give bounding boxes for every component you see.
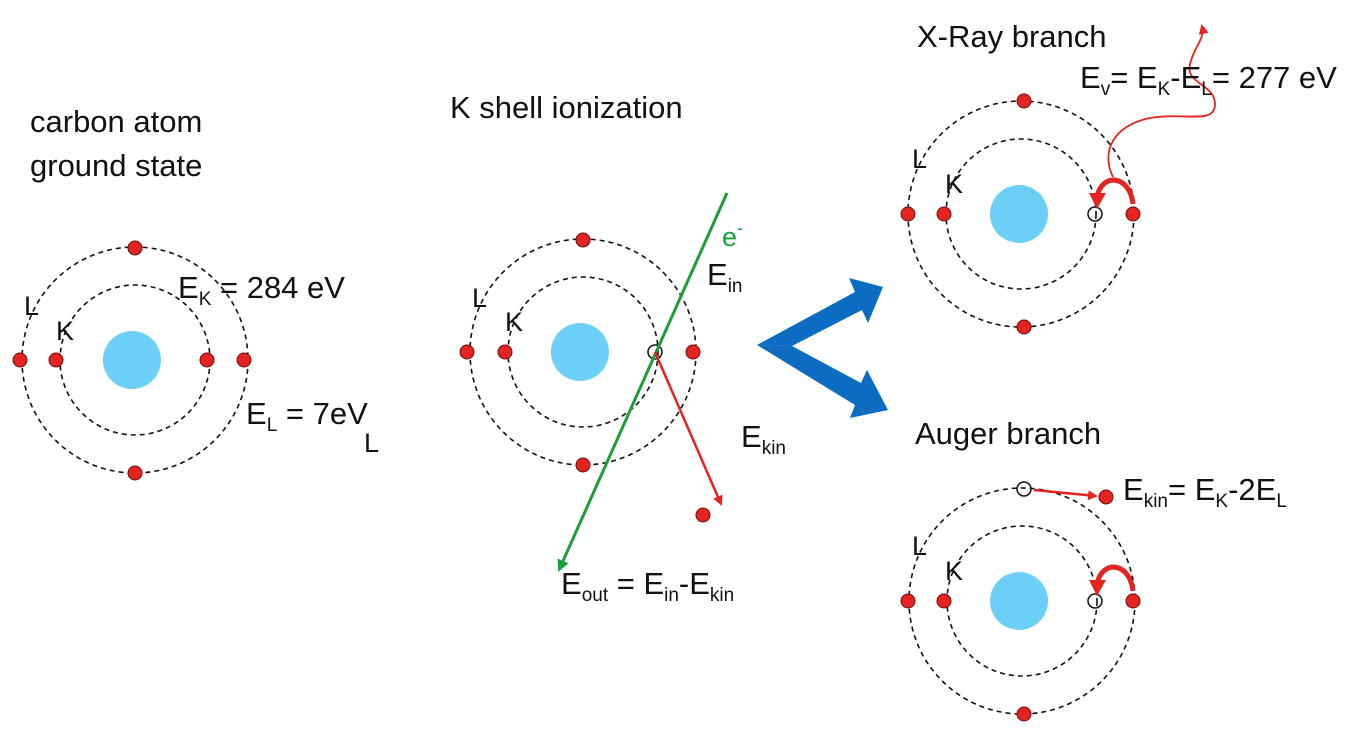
nucleus xyxy=(551,323,609,381)
electron-l-bottom xyxy=(1016,706,1032,722)
electron-k-left xyxy=(48,352,64,368)
nucleus xyxy=(103,331,161,389)
transition-arrow xyxy=(1094,177,1136,205)
xray-panel: X-Ray branch L K Ev= EK-EL= 277 eV xyxy=(900,19,1337,335)
nucleus xyxy=(990,572,1048,630)
ejected-electron-path xyxy=(653,351,723,506)
xray-title: X-Ray branch xyxy=(917,19,1107,54)
ground-title-line1: carbon atom xyxy=(30,104,202,139)
e-out-equation: Eout = Ein-Ekin xyxy=(561,566,734,606)
branch-arrow-up xyxy=(757,278,883,346)
shell-label-l: L xyxy=(472,283,487,313)
electron-l-top xyxy=(127,240,143,256)
transition-arrowhead xyxy=(1089,193,1106,209)
auger-electron-path xyxy=(1033,488,1098,501)
electron-label: e- xyxy=(722,218,743,252)
electron-l-left xyxy=(900,593,916,609)
branch-arrow-down xyxy=(757,345,888,418)
electron-l-top xyxy=(575,232,591,248)
ground-state-panel: carbon atom ground state L K EK = 284 eV… xyxy=(12,104,379,481)
ground-title-line2: ground state xyxy=(30,148,202,183)
stray-l-label: L xyxy=(364,428,379,458)
shell-label-k: K xyxy=(945,556,963,586)
auger-panel: Auger branch L K Ekin= EK-2EL xyxy=(900,416,1287,722)
incident-electron-path xyxy=(557,192,729,572)
e-kin-label: Ekin xyxy=(741,419,786,459)
auger-energy-equation: Ekin= EK-2EL xyxy=(1123,472,1287,512)
photon-path xyxy=(1107,24,1216,178)
k-shell-hole xyxy=(647,344,663,360)
k-shell-hole xyxy=(1087,206,1103,222)
electron-l-bottom xyxy=(1016,319,1032,335)
shell-label-l: L xyxy=(24,291,39,321)
shell-label-l: L xyxy=(912,531,927,561)
electron-l-left xyxy=(459,344,475,360)
k-shell-hole xyxy=(1087,593,1103,609)
shell-label-k: K xyxy=(505,307,523,337)
auger-electron xyxy=(1098,489,1114,505)
el-label: EL = 7eV xyxy=(246,396,368,436)
transition-arrowhead xyxy=(1089,580,1106,596)
electron-k-left xyxy=(936,206,952,222)
l-shell-hole xyxy=(1016,481,1032,497)
ejected-electron xyxy=(695,507,711,523)
electron-l-bottom xyxy=(127,465,143,481)
electron-k-left xyxy=(936,593,952,609)
transition-arrow xyxy=(1094,564,1136,592)
electron-l-right xyxy=(1125,593,1141,609)
auger-title: Auger branch xyxy=(915,416,1101,451)
electron-l-right xyxy=(685,344,701,360)
e-in-label: Ein xyxy=(707,257,742,297)
electron-l-top xyxy=(1016,93,1032,109)
branch-arrows xyxy=(757,278,888,418)
ionization-title: K shell ionization xyxy=(450,90,683,125)
xray-energy-equation: Ev= EK-EL= 277 eV xyxy=(1080,60,1337,100)
shell-label-k: K xyxy=(945,169,963,199)
ek-label: EK = 284 eV xyxy=(178,270,345,310)
electron-l-left xyxy=(900,206,916,222)
electron-l-right xyxy=(1125,206,1141,222)
ionization-panel: K shell ionization L K e- Ein Ekin Eout … xyxy=(450,90,786,606)
electron-l-right xyxy=(236,352,252,368)
electron-k-left xyxy=(497,344,513,360)
electron-l-left xyxy=(12,352,28,368)
electron-l-bottom xyxy=(575,457,591,473)
shell-label-l: L xyxy=(912,144,927,174)
electron-k-right xyxy=(199,352,215,368)
shell-label-k: K xyxy=(56,316,74,346)
nucleus xyxy=(990,185,1048,243)
